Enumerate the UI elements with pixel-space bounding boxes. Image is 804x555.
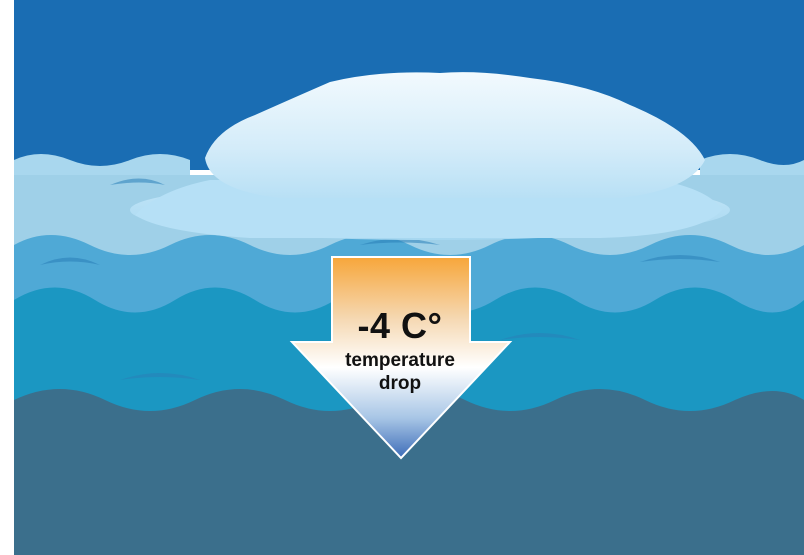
wave-marks xyxy=(40,178,720,380)
iceberg-top xyxy=(205,72,705,198)
caption-line-2: drop xyxy=(378,373,422,394)
temperature-change-label: -4 C° xyxy=(357,305,443,346)
deep-water xyxy=(14,389,804,555)
temperature-drop-arrow xyxy=(289,256,513,460)
caption-line-1: temperature xyxy=(345,350,455,371)
